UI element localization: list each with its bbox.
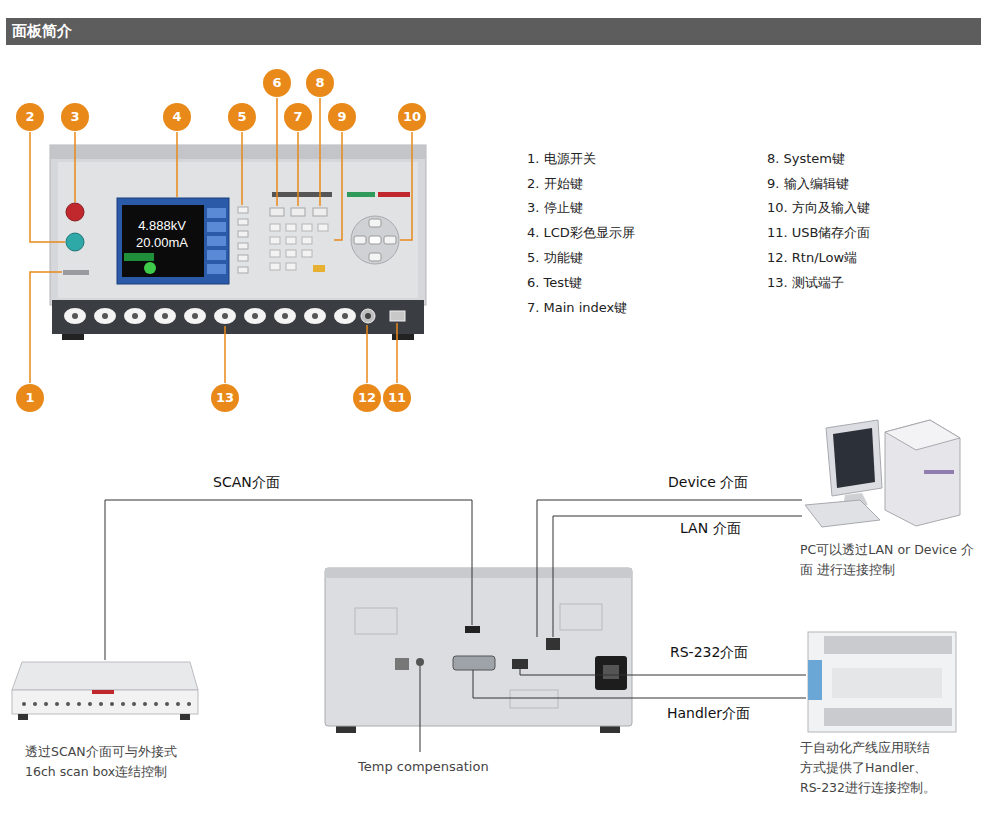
callout-number: 1 bbox=[25, 390, 34, 406]
legend-item: 5. 功能键 bbox=[527, 250, 583, 266]
port-label: Handler介面 bbox=[667, 705, 750, 723]
leader-lines bbox=[30, 98, 412, 383]
legend-item: 12. Rtn/Low端 bbox=[767, 250, 857, 266]
callout-number: 9 bbox=[337, 109, 346, 125]
port-label: SCAN介面 bbox=[213, 474, 280, 492]
section-title: 面板简介 bbox=[12, 22, 72, 41]
callout-number: 10 bbox=[403, 109, 421, 125]
caption-note: PC可以透过LAN or Device 介面 进行连接控制 bbox=[800, 540, 978, 580]
legend-item: 8. System键 bbox=[767, 151, 845, 167]
pc-illustration bbox=[805, 420, 960, 527]
callout-number: 11 bbox=[388, 390, 406, 406]
caption-note: 透过SCAN介面可与外接式16ch scan box连结控制 bbox=[25, 742, 193, 782]
screen-reading: 4.888kV bbox=[138, 218, 186, 234]
callout-number: 12 bbox=[358, 390, 376, 406]
plc-illustration bbox=[808, 632, 956, 732]
header-bar bbox=[6, 18, 981, 45]
callout-number: 2 bbox=[25, 109, 34, 125]
legend-item: 13. 测试端子 bbox=[767, 275, 844, 291]
callout-number: 13 bbox=[216, 390, 234, 406]
rear-panel-instrument bbox=[325, 568, 632, 733]
front-panel-instrument bbox=[50, 145, 426, 340]
screen-reading: 20.00mA bbox=[136, 235, 188, 251]
port-label: Device 介面 bbox=[668, 474, 748, 492]
port-label: LAN 介面 bbox=[680, 520, 741, 538]
legend-item: 6. Test键 bbox=[527, 275, 582, 291]
legend-item: 10. 方向及输入键 bbox=[767, 200, 870, 216]
legend-item: 3. 停止键 bbox=[527, 200, 583, 216]
port-label: RS-232介面 bbox=[670, 644, 748, 662]
legend-item: 1. 电源开关 bbox=[527, 151, 596, 167]
callout-number: 3 bbox=[70, 109, 79, 125]
callout-number: 6 bbox=[272, 75, 281, 91]
port-label: Temp compensation bbox=[358, 759, 489, 775]
legend-item: 7. Main index键 bbox=[527, 300, 627, 316]
callout-number: 7 bbox=[293, 109, 302, 125]
scan-box-illustration bbox=[12, 662, 198, 720]
caption-note: 于自动化产线应用联结方式提供了Handler、RS-232进行连接控制。 bbox=[800, 738, 942, 798]
legend-item: 9. 输入编辑键 bbox=[767, 176, 849, 192]
legend-item: 11. USB储存介面 bbox=[767, 225, 871, 241]
legend-item: 2. 开始键 bbox=[527, 176, 583, 192]
legend-item: 4. LCD彩色显示屏 bbox=[527, 225, 635, 241]
callout-number: 8 bbox=[315, 75, 324, 91]
callout-circles bbox=[16, 69, 426, 412]
callout-number: 5 bbox=[237, 109, 246, 125]
connection-lines bbox=[105, 500, 806, 752]
callout-number: 4 bbox=[172, 109, 181, 125]
